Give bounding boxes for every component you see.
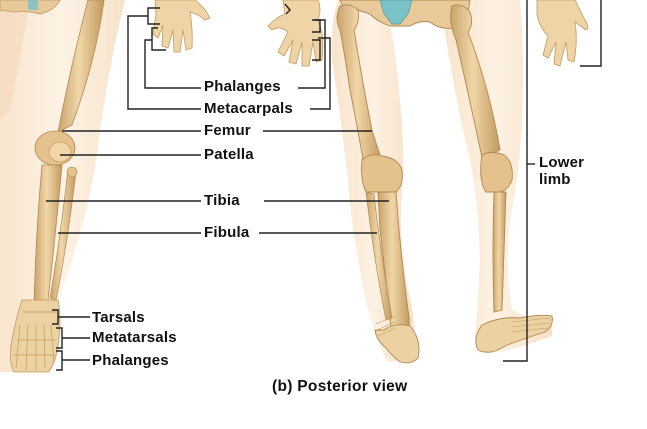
leader-lines [46,0,602,371]
label-lower-limb-line1: Lower [539,154,585,171]
label-tarsals: Tarsals [92,309,145,326]
label-patella: Patella [204,146,254,163]
left-leg-anterior [0,0,125,373]
figure-caption: (b) Posterior view [272,378,408,395]
label-fibula: Fibula [204,224,250,241]
label-femur: Femur [204,122,251,139]
label-foot-phalanges: Phalanges [92,352,169,369]
left-hand [152,0,211,53]
label-metacarpals: Metacarpals [204,100,293,117]
right-hand [536,0,589,67]
label-tibia: Tibia [204,192,240,209]
label-hand-phalanges: Phalanges [204,78,281,95]
label-lower-limb-line2: limb [539,171,571,188]
middle-hand [267,0,324,67]
label-metatarsals: Metatarsals [92,329,177,346]
posterior-view-legs [331,0,553,364]
